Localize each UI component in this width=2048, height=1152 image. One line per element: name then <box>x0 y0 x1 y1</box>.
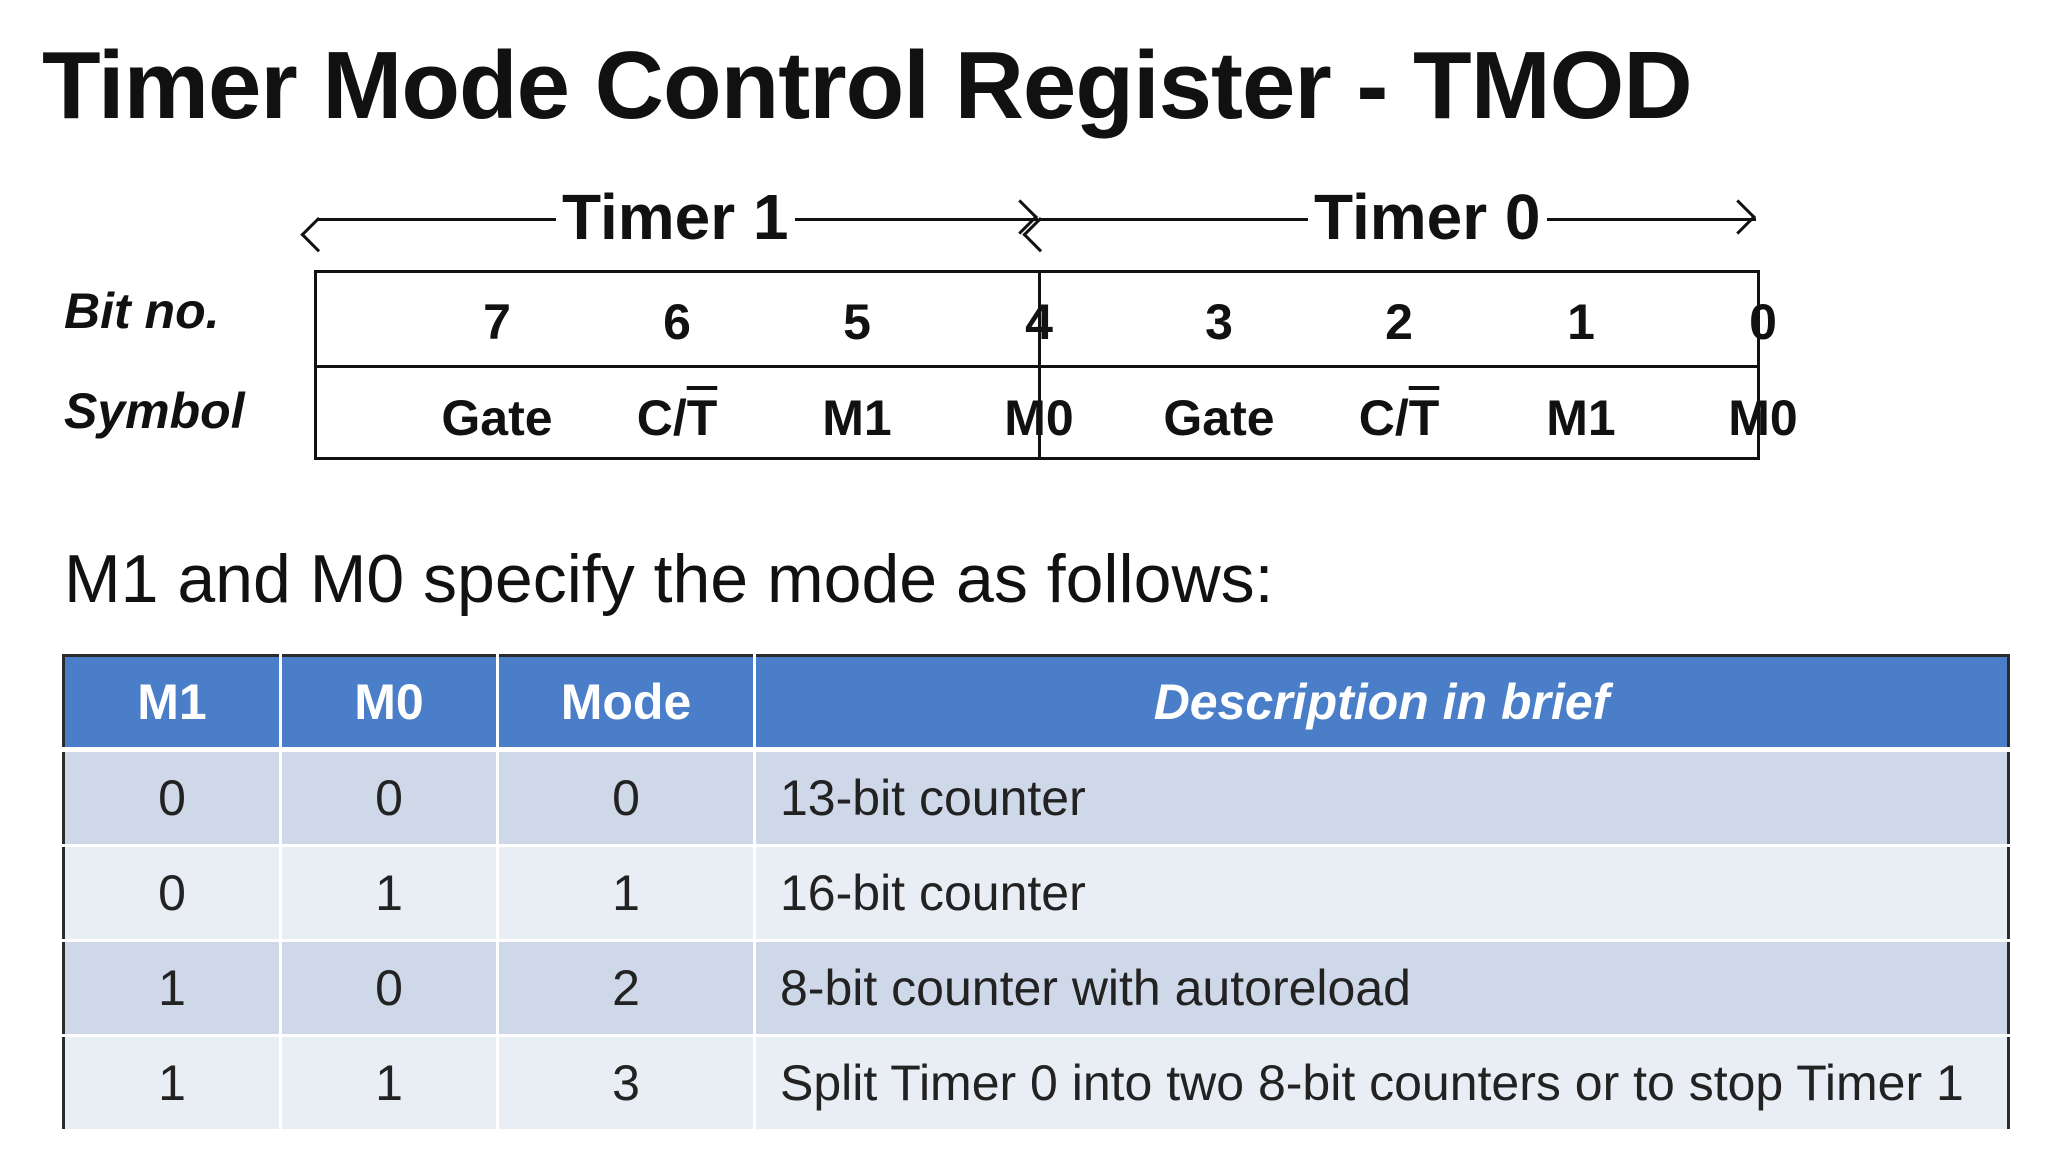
cell-mode: 3 <box>497 1035 756 1132</box>
header-m1: M1 <box>63 655 282 752</box>
bit-symbol: M0 <box>1004 390 1074 446</box>
table-row: 0 0 0 13-bit counter <box>63 749 2009 847</box>
table-row: 0 1 1 16-bit counter <box>63 845 2009 942</box>
cell-m0: 1 <box>280 1035 499 1132</box>
symbol-row-label: Symbol <box>64 383 245 439</box>
bit-number: 3 <box>1205 294 1233 350</box>
cell-m0: 1 <box>280 845 499 942</box>
cell-mode: 2 <box>497 940 756 1037</box>
bit-symbol: M1 <box>1546 390 1616 446</box>
timer1-label: Timer 1 <box>556 172 795 262</box>
bit-number: 7 <box>483 294 511 350</box>
timer1-span: Timer 1 <box>316 172 1040 262</box>
cell-m1: 0 <box>63 749 282 847</box>
bit-symbol: Gate <box>1163 390 1275 446</box>
tmod-bit-table: 7 6 5 4 3 2 1 0 Gate C/T M1 M0 Gate C/T … <box>314 270 1798 460</box>
bit-number: 5 <box>843 294 871 350</box>
bit-symbol: M1 <box>822 390 892 446</box>
cell-mode: 1 <box>497 845 756 942</box>
bit-symbol: M0 <box>1728 390 1798 446</box>
mode-table: M1 M0 Mode Description in brief 0 0 0 13… <box>62 654 2010 1132</box>
bit-symbol: Gate <box>441 390 553 446</box>
bit-symbol: C/T <box>1358 390 1440 446</box>
cell-description: 13-bit counter <box>754 749 2009 847</box>
bit-number: 2 <box>1385 294 1413 350</box>
mode-subtitle: M1 and M0 specify the mode as follows: <box>64 541 1274 617</box>
bit-number: 1 <box>1567 294 1595 350</box>
cell-m1: 1 <box>63 1035 282 1132</box>
cell-description: 16-bit counter <box>754 845 2009 942</box>
cell-mode: 0 <box>497 749 756 847</box>
header-m0: M0 <box>280 655 499 752</box>
slide-title: Timer Mode Control Register - TMOD <box>42 32 1693 139</box>
table-row: 1 1 3 Split Timer 0 into two 8-bit count… <box>63 1035 2009 1132</box>
header-description: Description in brief <box>754 655 2009 752</box>
bit-number: 0 <box>1749 294 1777 350</box>
header-mode: Mode <box>497 655 756 752</box>
cell-description: Split Timer 0 into two 8-bit counters or… <box>754 1035 2009 1132</box>
bit-symbol: C/T <box>636 390 718 446</box>
table-row: 1 0 2 8-bit counter with autoreload <box>63 940 2009 1037</box>
cell-m0: 0 <box>280 940 499 1037</box>
bit-number: 6 <box>663 294 691 350</box>
cell-m0: 0 <box>280 749 499 847</box>
cell-m1: 1 <box>63 940 282 1037</box>
timer0-label: Timer 0 <box>1308 172 1547 262</box>
timer0-span: Timer 0 <box>1038 172 1758 262</box>
cell-description: 8-bit counter with autoreload <box>754 940 2009 1037</box>
mode-table-header-row: M1 M0 Mode Description in brief <box>63 655 2009 752</box>
bit-row-label: Bit no. <box>64 283 220 339</box>
bit-number: 4 <box>1025 294 1053 350</box>
cell-m1: 0 <box>63 845 282 942</box>
